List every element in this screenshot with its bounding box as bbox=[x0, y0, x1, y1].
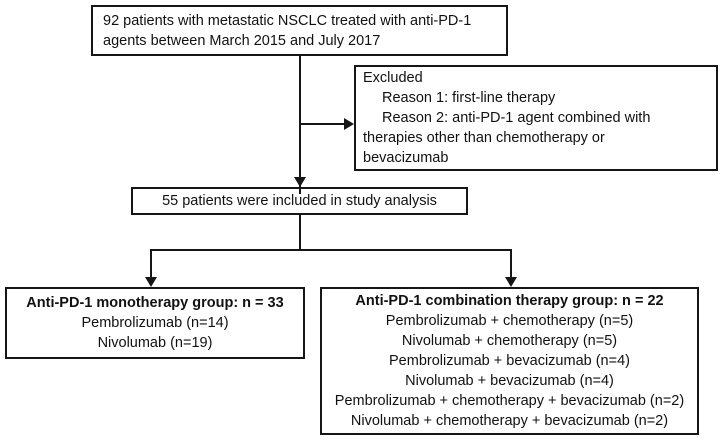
combination-item-2: Nivolumab + chemotherapy (n=5) bbox=[401, 333, 618, 349]
combination-item-6: Nivolumab + chemotherapy + bevacizumab (… bbox=[350, 413, 669, 429]
monotherapy-item-2: Nivolumab (n=19) bbox=[97, 335, 213, 351]
excluded-reason-1: Reason 1: first-line therapy bbox=[382, 90, 556, 106]
node-monotherapy-group: Anti-PD-1 monotherapy group: n = 33 Pemb… bbox=[5, 287, 305, 359]
connector-to-monotherapy-arrowhead bbox=[145, 277, 157, 287]
connector-to-excluded-line bbox=[300, 123, 346, 125]
node-combination-group: Anti-PD-1 combination therapy group: n =… bbox=[320, 287, 699, 435]
included-line-1: 55 patients were included in study analy… bbox=[162, 193, 437, 209]
excluded-heading: Excluded bbox=[363, 70, 423, 86]
enrolled-line-2: agents between March 2015 and July 2017 bbox=[103, 32, 381, 49]
combination-item-1: Pembrolizumab + chemotherapy (n=5) bbox=[385, 313, 634, 329]
excluded-reason-2: Reason 2: anti-PD-1 agent combined with bbox=[382, 110, 651, 126]
connector-split-stem bbox=[299, 215, 301, 251]
combination-item-5: Pembrolizumab + chemotherapy + bevacizum… bbox=[334, 393, 685, 409]
connector-to-combination-line bbox=[510, 249, 512, 279]
connector-to-monotherapy-line bbox=[150, 249, 152, 279]
enrolled-line-1: 92 patients with metastatic NSCLC treate… bbox=[103, 12, 472, 29]
connector-to-combination-arrowhead bbox=[505, 277, 517, 287]
connector-split-bar bbox=[151, 249, 512, 251]
combination-item-4: Nivolumab + bevacizumab (n=4) bbox=[405, 373, 614, 389]
node-excluded: Excluded Reason 1: first-line therapy Re… bbox=[354, 65, 718, 171]
node-enrolled-cohort: 92 patients with metastatic NSCLC treate… bbox=[91, 5, 508, 56]
excluded-reason-2-cont-2: bevacizumab bbox=[363, 150, 449, 166]
combination-item-3: Pembrolizumab + bevacizumab (n=4) bbox=[389, 353, 630, 369]
connector-enrolled-to-included-arrowhead bbox=[294, 177, 306, 187]
monotherapy-item-1: Pembrolizumab (n=14) bbox=[81, 315, 229, 331]
monotherapy-title: Anti-PD-1 monotherapy group: n = 33 bbox=[26, 295, 284, 311]
connector-to-excluded-arrowhead bbox=[344, 118, 354, 130]
combination-title: Anti-PD-1 combination therapy group: n =… bbox=[355, 293, 664, 309]
connector-enrolled-to-included-line bbox=[299, 56, 301, 194]
excluded-reason-2-cont-1: therapies other than chemotherapy or bbox=[363, 130, 605, 146]
